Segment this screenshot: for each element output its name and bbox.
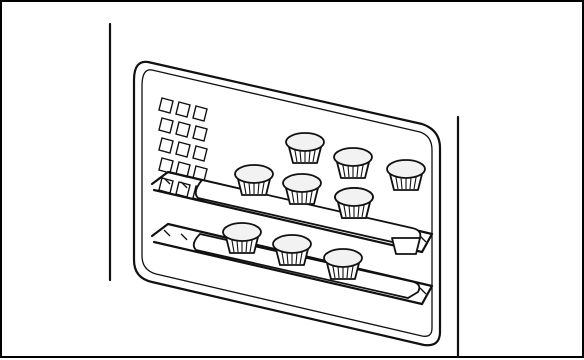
muffin bbox=[324, 249, 362, 279]
knob-icon bbox=[176, 122, 190, 137]
muffin bbox=[235, 165, 273, 195]
knob-icon bbox=[193, 146, 207, 161]
knob-icon bbox=[176, 142, 190, 157]
muffin bbox=[387, 160, 425, 190]
knob-icon bbox=[193, 126, 207, 141]
knob-icon bbox=[159, 138, 173, 153]
muffin bbox=[273, 235, 311, 265]
knob-icon bbox=[159, 158, 173, 173]
muffin bbox=[334, 148, 372, 178]
knob-icon bbox=[159, 118, 173, 133]
knob-icon bbox=[176, 102, 190, 117]
knob-icon bbox=[159, 98, 173, 113]
muffin bbox=[286, 133, 324, 163]
muffin bbox=[335, 188, 373, 218]
muffin bbox=[283, 174, 321, 204]
knob-icon bbox=[193, 106, 207, 121]
muffin bbox=[223, 223, 261, 253]
